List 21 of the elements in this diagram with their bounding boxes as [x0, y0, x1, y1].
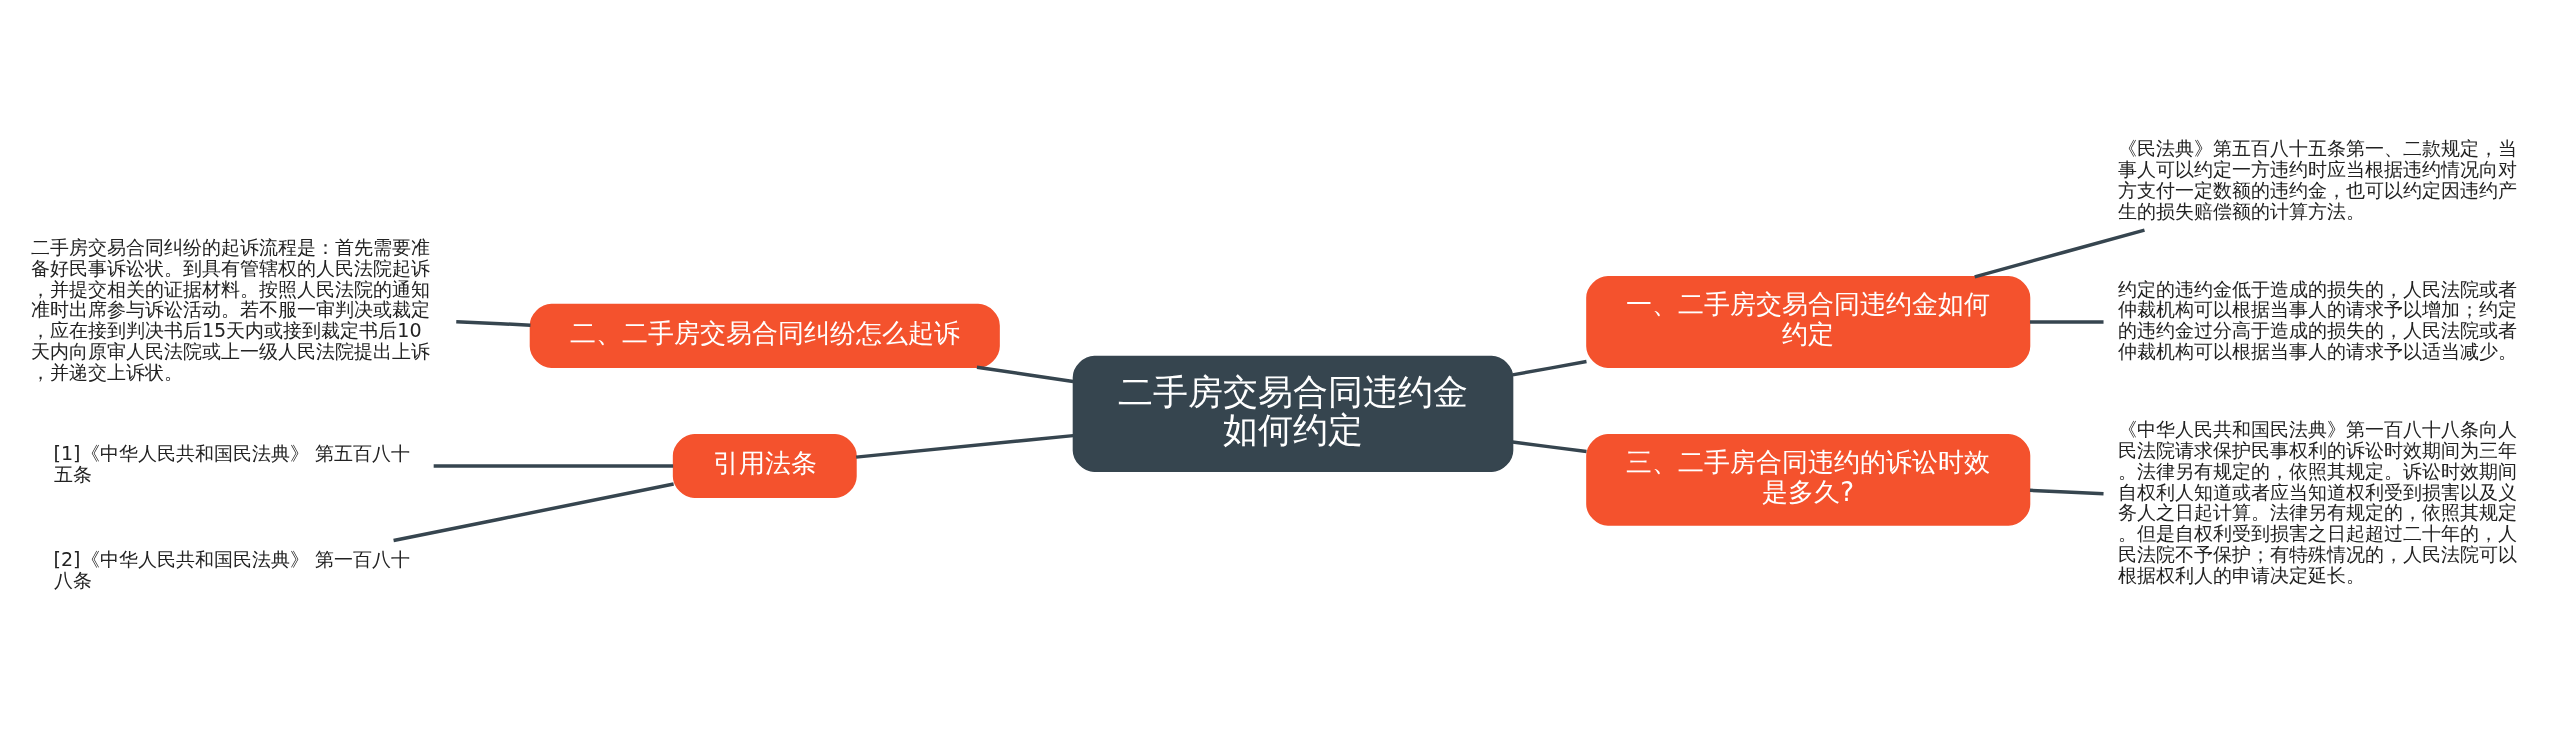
connector — [1512, 439, 1587, 453]
node-box: 一、二手房交易合同违约金如何约定 — [1586, 275, 2031, 368]
node-box: 引用法条 — [672, 433, 857, 498]
node-text: 二手房交易合同纠纷的起诉流程是：首先需要准备好民事诉讼状。到具有管辖权的人民法院起诉，并提交相关的证据材料。按照人民法院的通知准时出席参与诉讼活动。若不服一审判决或裁定，应在接到判决书后15天内或接到裁定书后10天内向原审人民法院或上一级人民法院提出上诉，并递交上诉状。 — [30, 235, 430, 383]
node-text: [1]《中华人民共和国民法典》 第五百八十五条 — [53, 441, 410, 485]
connector — [2029, 488, 2104, 496]
connector — [2029, 319, 2104, 324]
connector — [1512, 359, 1587, 377]
node-text: 约定的违约金低于造成的损失的，人民法院或者仲裁机构可以根据当事人的请求予以增加；约定的违约金过分高于造成的损失的，人民法院或者仲裁机构可以根据当事人的请求予以适当减少。 — [2117, 277, 2517, 362]
node-box: 二手房交易合同违约金如何约定 — [1072, 355, 1514, 472]
node-box: 三、二手房合同违约的诉讼时效是多久? — [1586, 433, 2031, 526]
connector — [433, 463, 674, 468]
connector — [976, 365, 1074, 383]
node-box: 二、二手房交易合同纠纷怎么起诉 — [529, 303, 1000, 368]
connector — [1974, 228, 2145, 278]
connector — [855, 433, 1074, 459]
connector — [393, 481, 674, 542]
node-text: [2]《中华人民共和国民法典》 第一百八十八条 — [53, 547, 410, 591]
node-text: 《民法典》第五百八十五条第一、二款规定，当事人可以约定一方违约时应当根据违约情况向对方支付一定数额的违约金，也可以约定因违约产生的损失赔偿额的计算方法。 — [2117, 136, 2517, 222]
connector — [456, 319, 531, 327]
node-text: 《中华人民共和国民法典》第一百八十八条向人民法院请求保护民事权利的诉讼时效期间为三年。法律另有规定的，依照其规定。诉讼时效期间自权利人知道或者应当知道权利受到损害以及义务人之日起计算。法律另有规定的，依照其规定。但是自权利受到损害之日起超过二十年的，人民法院不予保护；有特殊情况的，人民法院可以根据权利人的申请决定延长。 — [2117, 417, 2517, 586]
